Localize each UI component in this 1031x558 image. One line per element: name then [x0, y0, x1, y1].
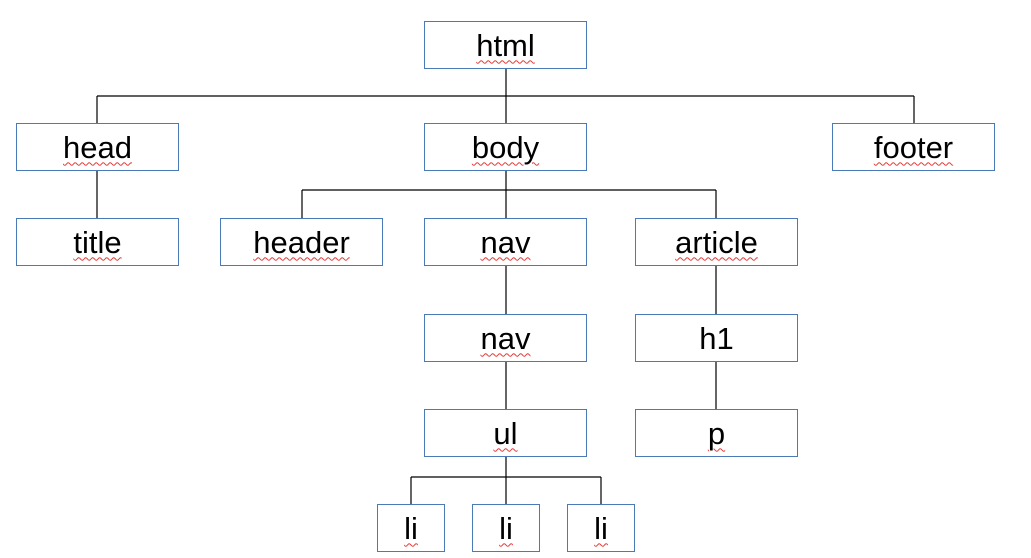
node-li-3: li	[567, 504, 635, 552]
node-label: li	[499, 510, 513, 546]
node-label: article	[675, 224, 758, 260]
node-nav: nav	[424, 218, 587, 266]
node-label: head	[63, 129, 132, 165]
node-label: html	[476, 27, 535, 63]
node-html: html	[424, 21, 587, 69]
node-label: body	[471, 129, 540, 165]
node-h1: h1	[635, 314, 798, 362]
node-li-2: li	[472, 504, 540, 552]
node-p: p	[635, 409, 798, 457]
node-header: header	[220, 218, 383, 266]
node-li-1: li	[377, 504, 445, 552]
node-ul: ul	[424, 409, 587, 457]
node-label: p	[707, 415, 726, 451]
node-label: title	[73, 224, 122, 260]
node-label: h1	[699, 320, 734, 356]
node-label: header	[253, 224, 350, 260]
node-label: nav	[480, 320, 531, 356]
node-nav-inner: nav	[424, 314, 587, 362]
node-title: title	[16, 218, 179, 266]
node-label: li	[404, 510, 418, 546]
node-body: body	[424, 123, 587, 171]
node-label: li	[594, 510, 608, 546]
node-head: head	[16, 123, 179, 171]
node-label: nav	[480, 224, 531, 260]
node-label: footer	[873, 129, 954, 165]
node-footer: footer	[832, 123, 995, 171]
node-article: article	[635, 218, 798, 266]
node-label: ul	[493, 415, 518, 451]
